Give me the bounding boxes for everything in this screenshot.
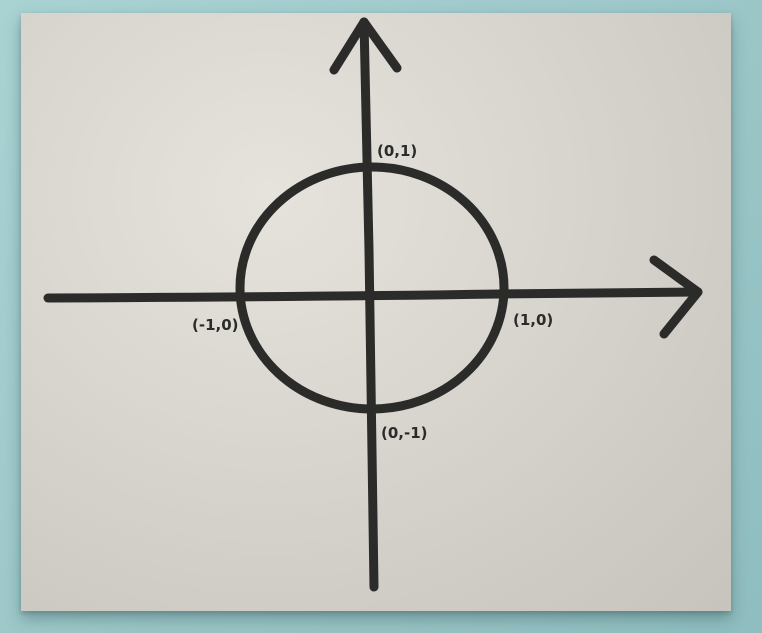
x-axis: [43, 287, 703, 303]
label-left-point: (-1,0): [192, 316, 239, 334]
y-axis-arrow-icon: [329, 17, 402, 75]
label-top-point: (0,1): [377, 142, 417, 160]
x-axis-arrow-icon: [649, 255, 703, 339]
label-right-point: (1,0): [513, 311, 553, 329]
label-bottom-point: (0,-1): [381, 424, 428, 442]
y-axis: [359, 17, 379, 592]
